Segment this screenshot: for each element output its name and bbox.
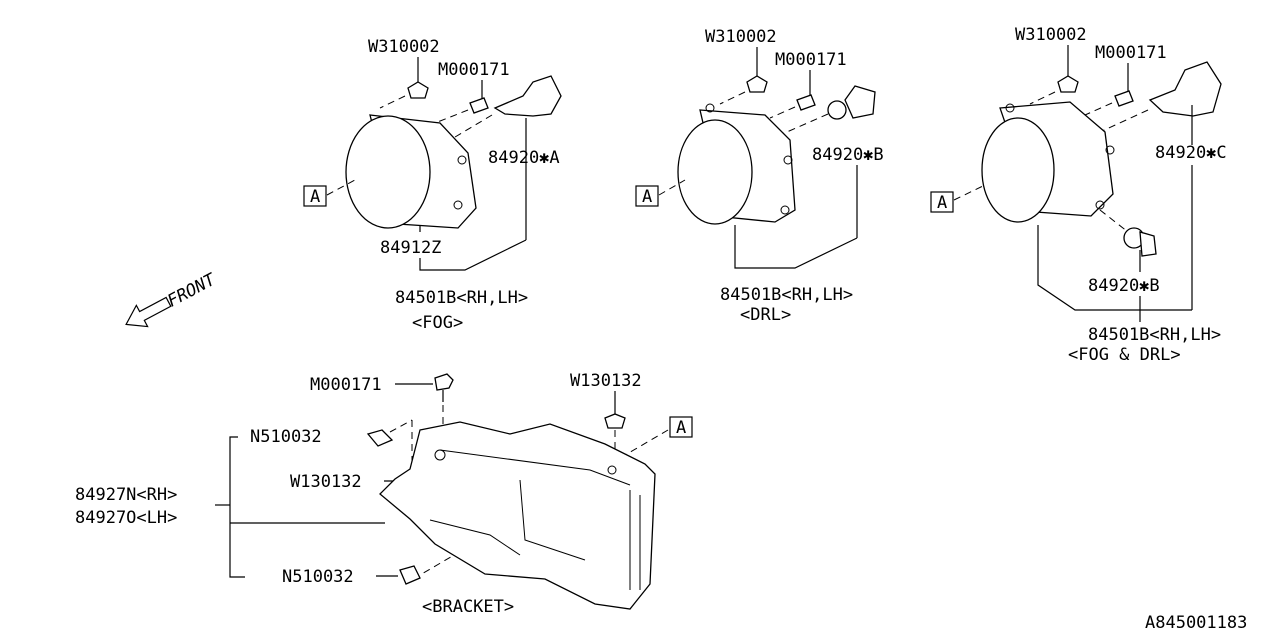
fog-ref-a-box[interactable] (303, 185, 327, 207)
drl-assy-label[interactable]: 84501B<RH,LH> (720, 285, 853, 305)
fog-screw-label[interactable]: M000171 (438, 60, 510, 80)
combo-assy-label[interactable]: 84501B<RH,LH> (1088, 325, 1221, 345)
bracket-nut-top-label[interactable]: N510032 (250, 427, 322, 447)
bracket-lh-label[interactable]: 84927O<LH> (75, 508, 177, 528)
bracket-clip-top-part[interactable] (604, 413, 626, 429)
fog-lens-label[interactable]: 84912Z (380, 238, 441, 258)
front-arrow-group: FRONT (125, 269, 220, 328)
combo-bulb-c-label[interactable]: 84920✱C (1155, 143, 1227, 163)
bracket-group: M000171 W130132 A N510032 W130132 84927N… (75, 371, 693, 617)
bracket-clip-mid-label[interactable]: W130132 (290, 472, 362, 492)
fog-lamp-group: W310002 M000171 84920✱A A 84912Z 84501B<… (303, 37, 562, 333)
drl-ref-a-text: A (642, 187, 652, 207)
combo-clip-label[interactable]: W310002 (1015, 25, 1087, 45)
bracket-nut-top-part[interactable] (366, 429, 394, 447)
fog-bulb-label[interactable]: 84920✱A (488, 148, 560, 168)
fog-clip-label[interactable]: W310002 (368, 37, 440, 57)
fog-screw-part[interactable] (469, 97, 489, 114)
bracket-screw-label[interactable]: M000171 (310, 375, 382, 395)
drl-screw-part[interactable] (796, 94, 816, 111)
bracket-desc-label: <BRACKET> (422, 597, 514, 617)
drl-bulb-label[interactable]: 84920✱B (812, 145, 884, 165)
combo-lamp-group: W310002 M000171 84920✱C A 84920✱B 84501B… (930, 25, 1227, 365)
fog-bulb-part[interactable] (493, 75, 562, 117)
drl-screw-label[interactable]: M000171 (775, 50, 847, 70)
combo-desc-label: <FOG & DRL> (1068, 345, 1181, 365)
combo-clip-part[interactable] (1057, 75, 1079, 93)
fog-ref-a-text: A (310, 187, 320, 207)
combo-screw-label[interactable]: M000171 (1095, 43, 1167, 63)
fog-clip-part[interactable] (407, 81, 429, 99)
drl-lamp-lens[interactable] (677, 119, 753, 225)
bracket-body[interactable] (379, 421, 656, 610)
drl-ref-a-box[interactable] (635, 185, 659, 207)
drl-bulb-part[interactable] (827, 100, 847, 120)
combo-screw-part[interactable] (1114, 90, 1134, 107)
combo-ref-a-box[interactable] (930, 191, 954, 213)
fog-lamp-lens[interactable] (345, 115, 431, 229)
bracket-rh-label[interactable]: 84927N<RH> (75, 485, 177, 505)
bracket-ref-a-box[interactable] (669, 416, 693, 438)
fog-assy-label[interactable]: 84501B<RH,LH> (395, 288, 528, 308)
drl-lamp-group: W310002 M000171 84920✱B A 84501B<RH,LH> … (635, 27, 884, 325)
front-arrow-icon (125, 296, 172, 328)
bracket-clip-top-label[interactable]: W130132 (570, 371, 642, 391)
front-arrow-label: FRONT (164, 269, 220, 312)
drl-clip-label[interactable]: W310002 (705, 27, 777, 47)
diagram-id: A845001183 (1145, 613, 1247, 633)
bracket-ref-a-text: A (676, 418, 686, 438)
bracket-nut-bottom-part[interactable] (399, 565, 421, 585)
fog-desc-label: <FOG> (412, 313, 463, 333)
combo-lamp-lens[interactable] (981, 117, 1055, 223)
combo-bulb-b-label[interactable]: 84920✱B (1088, 276, 1160, 296)
combo-ref-a-text: A (937, 193, 947, 213)
bracket-screw-part[interactable] (434, 373, 454, 391)
combo-bulb-c-part[interactable] (1148, 61, 1222, 117)
drl-desc-label: <DRL> (740, 305, 791, 325)
drl-clip-part[interactable] (746, 75, 768, 93)
bracket-nut-bottom-label[interactable]: N510032 (282, 567, 354, 587)
